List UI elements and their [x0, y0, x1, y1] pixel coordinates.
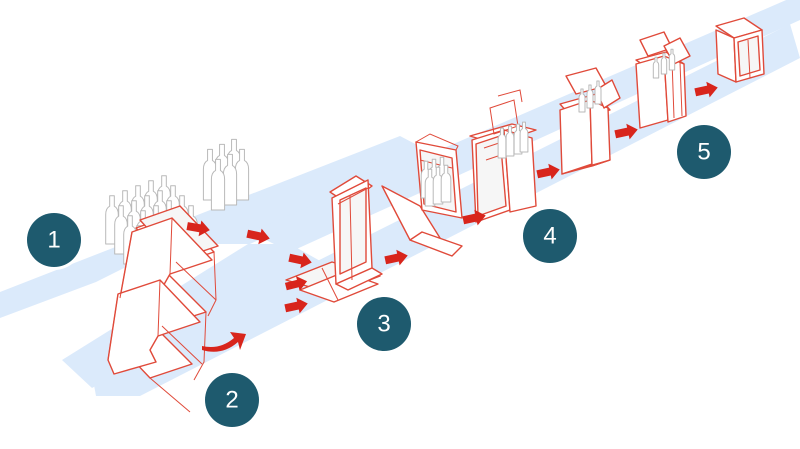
step-number-1: 1	[47, 227, 60, 254]
flow-arrow-icon	[288, 252, 312, 269]
closed-carton-icon	[715, 17, 765, 83]
flow-arrow-icon	[202, 332, 246, 352]
step-number-4: 4	[543, 223, 556, 250]
bottles-in-closing-box	[578, 80, 602, 113]
flow-arrow-icon	[536, 163, 560, 180]
step-number-2: 2	[225, 387, 238, 414]
flow-arrow-icon	[186, 220, 210, 237]
wine-bottle-icon	[668, 48, 676, 71]
flow-arrow-icon	[246, 228, 270, 245]
badge-circle	[677, 125, 731, 179]
bottle-cluster-small	[202, 138, 250, 211]
flow-arrow-icon	[384, 249, 408, 266]
wine-bottle-icon	[234, 148, 250, 201]
bottles-in-carton	[652, 48, 676, 79]
badge-circle	[357, 297, 411, 351]
flow-arrow-icon	[284, 297, 308, 314]
wine-bottle-icon	[210, 158, 226, 211]
flow-arrows	[186, 81, 718, 352]
bottles-in-forming-box	[420, 156, 452, 207]
wine-bottle-icon	[578, 88, 586, 113]
wine-bottle-icon	[222, 153, 238, 206]
flat-box-stack-icon	[107, 205, 219, 413]
step-badge-2: 2	[202, 370, 262, 430]
badge-circle	[523, 209, 577, 263]
badge-circle	[205, 373, 259, 427]
wine-bottle-icon	[652, 56, 660, 79]
step-number-3: 3	[377, 311, 390, 338]
wine-bottle-icon	[594, 80, 602, 105]
flow-arrow-icon	[694, 81, 718, 98]
step-badge-5: 5	[674, 122, 734, 182]
flow-arrow-icon	[462, 209, 486, 226]
wine-bottle-icon	[660, 52, 668, 75]
flow-arrow-icon	[614, 123, 638, 140]
step-badge-4: 4	[520, 206, 580, 266]
unfolded-box-icon	[329, 175, 383, 291]
step-badge-3: 3	[354, 294, 414, 354]
bottles-in-divider-box	[497, 121, 529, 159]
flow-arrow-icon	[284, 276, 308, 291]
step-number-5: 5	[697, 139, 710, 166]
carton-top-flaps-icon	[635, 31, 691, 129]
wine-bottle-icon	[586, 84, 594, 109]
wine-bottle-icon	[440, 164, 452, 203]
badge-circle	[27, 213, 81, 267]
step-badge-1: 1	[24, 210, 84, 270]
bottle-conveyor-lane	[0, 136, 438, 318]
wine-bottle-icon	[519, 121, 529, 153]
